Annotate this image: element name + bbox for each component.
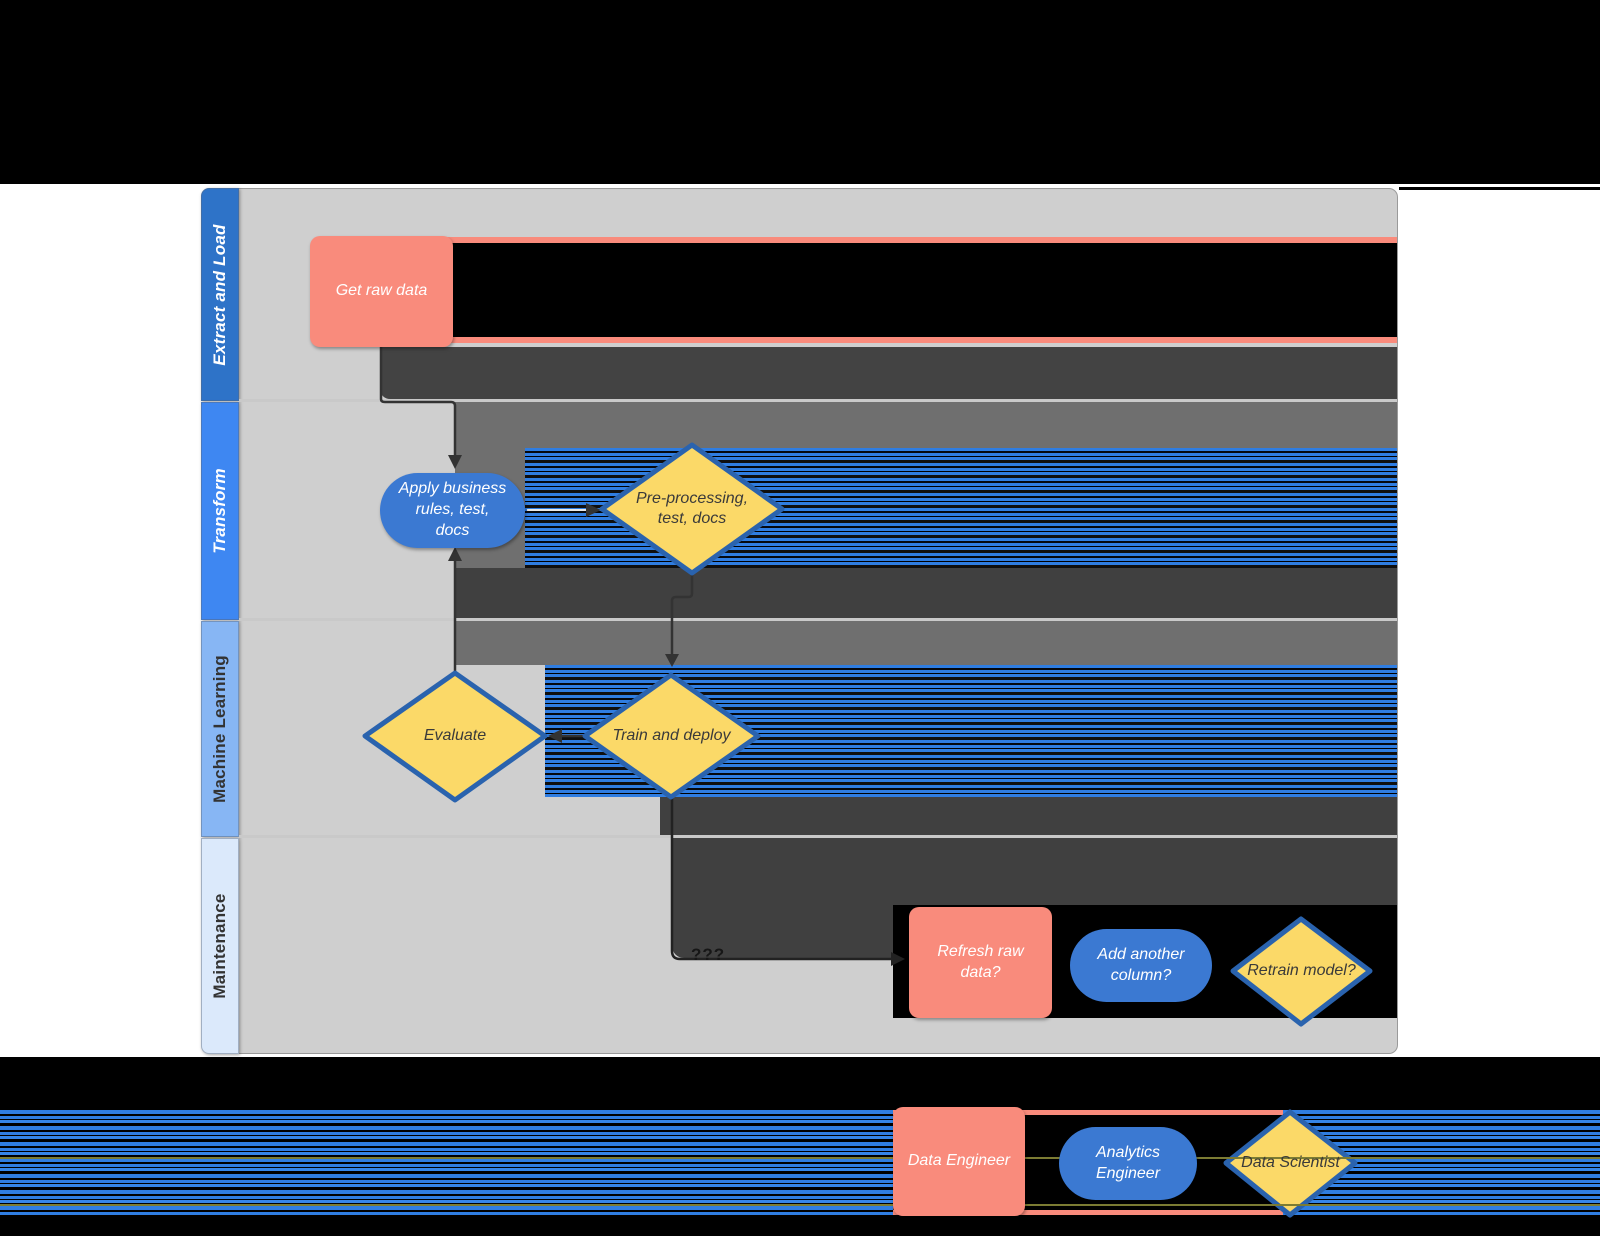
node-refresh-raw-data-label: Refresh raw data?	[937, 942, 1024, 981]
lane-header-extract-and-load: Extract and Load	[201, 188, 239, 401]
artifact-dark-band-1	[380, 347, 1397, 399]
artifact-olive-line-2	[0, 1204, 1600, 1206]
artifact-gray-band-2a	[455, 402, 1397, 448]
lane-header-maintenance: Maintenance	[201, 838, 239, 1054]
legend-data-engineer: Data Engineer	[893, 1107, 1025, 1216]
artifact-olive-line-1	[0, 1157, 1600, 1159]
artifact-salmon-bar	[445, 237, 1397, 343]
legend-data-scientist-label: Data Scientist	[1241, 1154, 1340, 1171]
node-pre-processing-label: Pre-processing, test, docs	[635, 490, 749, 527]
node-refresh-raw-data: Refresh raw data?	[909, 907, 1052, 1018]
artifact-dark-band-3	[660, 797, 1397, 836]
node-evaluate-label: Evaluate	[423, 727, 487, 744]
legend-data-engineer-label: Data Engineer	[907, 1152, 1011, 1170]
lane-label-transform: Transform	[210, 468, 229, 554]
node-get-raw-data-label: Get raw data	[335, 282, 428, 300]
node-train-and-deploy-label: Train and deploy	[612, 727, 731, 744]
lane-label-maintenance: Maintenance	[210, 893, 229, 999]
lane-label-machine-learning: Machine Learning	[210, 655, 229, 803]
top-artifact-band	[0, 0, 1600, 184]
lane-label-extract-and-load: Extract and Load	[210, 223, 229, 366]
node-add-another-column: Add another column?	[1070, 929, 1212, 1002]
legend-analytics-engineer: Analytics Engineer	[1059, 1127, 1197, 1200]
lane-separator-3	[239, 835, 1397, 838]
edge-label-train-to-refresh: ???	[691, 945, 726, 964]
bottom-stripe-band	[0, 1110, 1600, 1215]
node-retrain-model-label: Retrain model?	[1247, 962, 1356, 979]
top-right-artifact-line	[1399, 187, 1600, 190]
lane-header-transform: Transform	[201, 402, 239, 620]
lane-separator-1	[239, 399, 1397, 402]
legend-analytics-engineer-label: Analytics Engineer	[1095, 1143, 1161, 1182]
node-apply-business-rules-label: Apply business rules, test, docs	[398, 480, 507, 539]
node-apply-business-rules: Apply business rules, test, docs	[380, 473, 525, 548]
bottom-black-band-lower	[0, 1215, 1600, 1236]
lane-separator-2	[239, 618, 1397, 621]
bottom-black-band-upper	[0, 1057, 1600, 1110]
node-add-another-column-label: Add another column?	[1097, 945, 1185, 984]
node-get-raw-data: Get raw data	[310, 236, 453, 347]
artifact-dark-band-2	[455, 568, 1397, 618]
artifact-gray-band-3	[455, 621, 1397, 665]
lane-header-machine-learning: Machine Learning	[201, 621, 239, 837]
